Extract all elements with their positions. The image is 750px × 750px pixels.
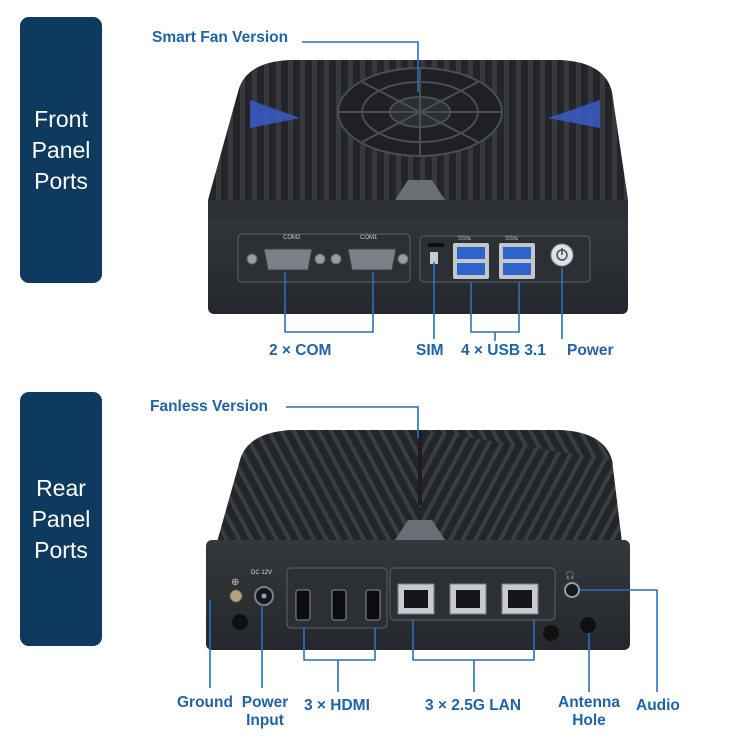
smart-fan-version-label: Smart Fan Version bbox=[152, 29, 289, 46]
front-logo-bump bbox=[395, 180, 445, 200]
front-face bbox=[208, 200, 628, 314]
com2-silk: COM2 bbox=[283, 235, 301, 241]
antenna-hole-left bbox=[543, 625, 559, 641]
front-card-line-2: Panel bbox=[31, 136, 91, 163]
rear-device: ⊕ DC 12V 🎧 bbox=[206, 430, 630, 650]
hdmi-label: 3 × HDMI bbox=[304, 697, 370, 714]
front-accent-left bbox=[250, 100, 300, 128]
rear-card-line-1: Rear bbox=[36, 474, 86, 501]
dc-silk: DC 12V bbox=[251, 570, 272, 576]
front-leader-lines bbox=[284, 41, 563, 341]
antenna-hole-label-line1: Antenna bbox=[558, 694, 620, 711]
power-input-label-line1: Power bbox=[241, 694, 289, 711]
ground-label: Ground bbox=[177, 694, 233, 711]
com2-port[interactable] bbox=[263, 248, 313, 271]
sim-slot[interactable] bbox=[428, 243, 444, 247]
left-hole bbox=[232, 614, 248, 630]
rear-leader-lines bbox=[209, 406, 658, 692]
front-card-line-1: Front bbox=[34, 105, 88, 132]
fanless-version-label: Fanless Version bbox=[150, 398, 269, 415]
usb-port-4[interactable] bbox=[503, 263, 531, 275]
hdmi-port-2[interactable] bbox=[331, 589, 347, 621]
rear-card-line-2: Panel bbox=[31, 505, 91, 532]
front-card-line-3: Ports bbox=[34, 167, 88, 194]
antenna-hole[interactable] bbox=[580, 617, 596, 633]
ss-icon-2: SS⇆ bbox=[505, 235, 518, 242]
hdmi-port-3[interactable] bbox=[365, 589, 381, 621]
com1-port[interactable] bbox=[347, 248, 397, 271]
ss-icon: SS⇆ bbox=[458, 235, 471, 242]
com-label: 2 × COM bbox=[269, 342, 332, 359]
usb-port-3[interactable] bbox=[503, 247, 531, 259]
usb-port-1[interactable] bbox=[457, 247, 485, 259]
front-accent-right bbox=[548, 100, 600, 128]
audio-jack[interactable] bbox=[564, 582, 580, 598]
antenna-hole-label: Antenna Hole bbox=[556, 694, 622, 730]
hdmi-port-1[interactable] bbox=[295, 589, 311, 621]
usb-port-2[interactable] bbox=[457, 263, 485, 275]
power-input-label: Power Input bbox=[240, 694, 290, 730]
rear-logo-bump bbox=[395, 520, 445, 540]
power-label: Power bbox=[567, 342, 614, 359]
usb-label: 4 × USB 3.1 bbox=[461, 342, 546, 359]
audio-silk-icon: 🎧 bbox=[565, 570, 575, 580]
power-input-label-line2: Input bbox=[246, 712, 284, 729]
sim-label: SIM bbox=[416, 342, 444, 359]
antenna-hole-label-line2: Hole bbox=[572, 712, 606, 729]
com1-silk: COM1 bbox=[360, 235, 378, 241]
rear-panel-card: Rear Panel Ports bbox=[20, 392, 102, 646]
ground-silk-icon: ⊕ bbox=[231, 577, 239, 588]
front-device: COM2 COM1 SS⇆ SS⇆ bbox=[208, 60, 628, 314]
sim-icon bbox=[430, 252, 438, 264]
ground-screw[interactable] bbox=[229, 589, 243, 603]
rear-card-line-3: Ports bbox=[34, 536, 88, 563]
lan-label: 3 × 2.5G LAN bbox=[425, 697, 522, 714]
front-panel-card: Front Panel Ports bbox=[20, 17, 102, 283]
audio-label: Audio bbox=[636, 697, 680, 714]
